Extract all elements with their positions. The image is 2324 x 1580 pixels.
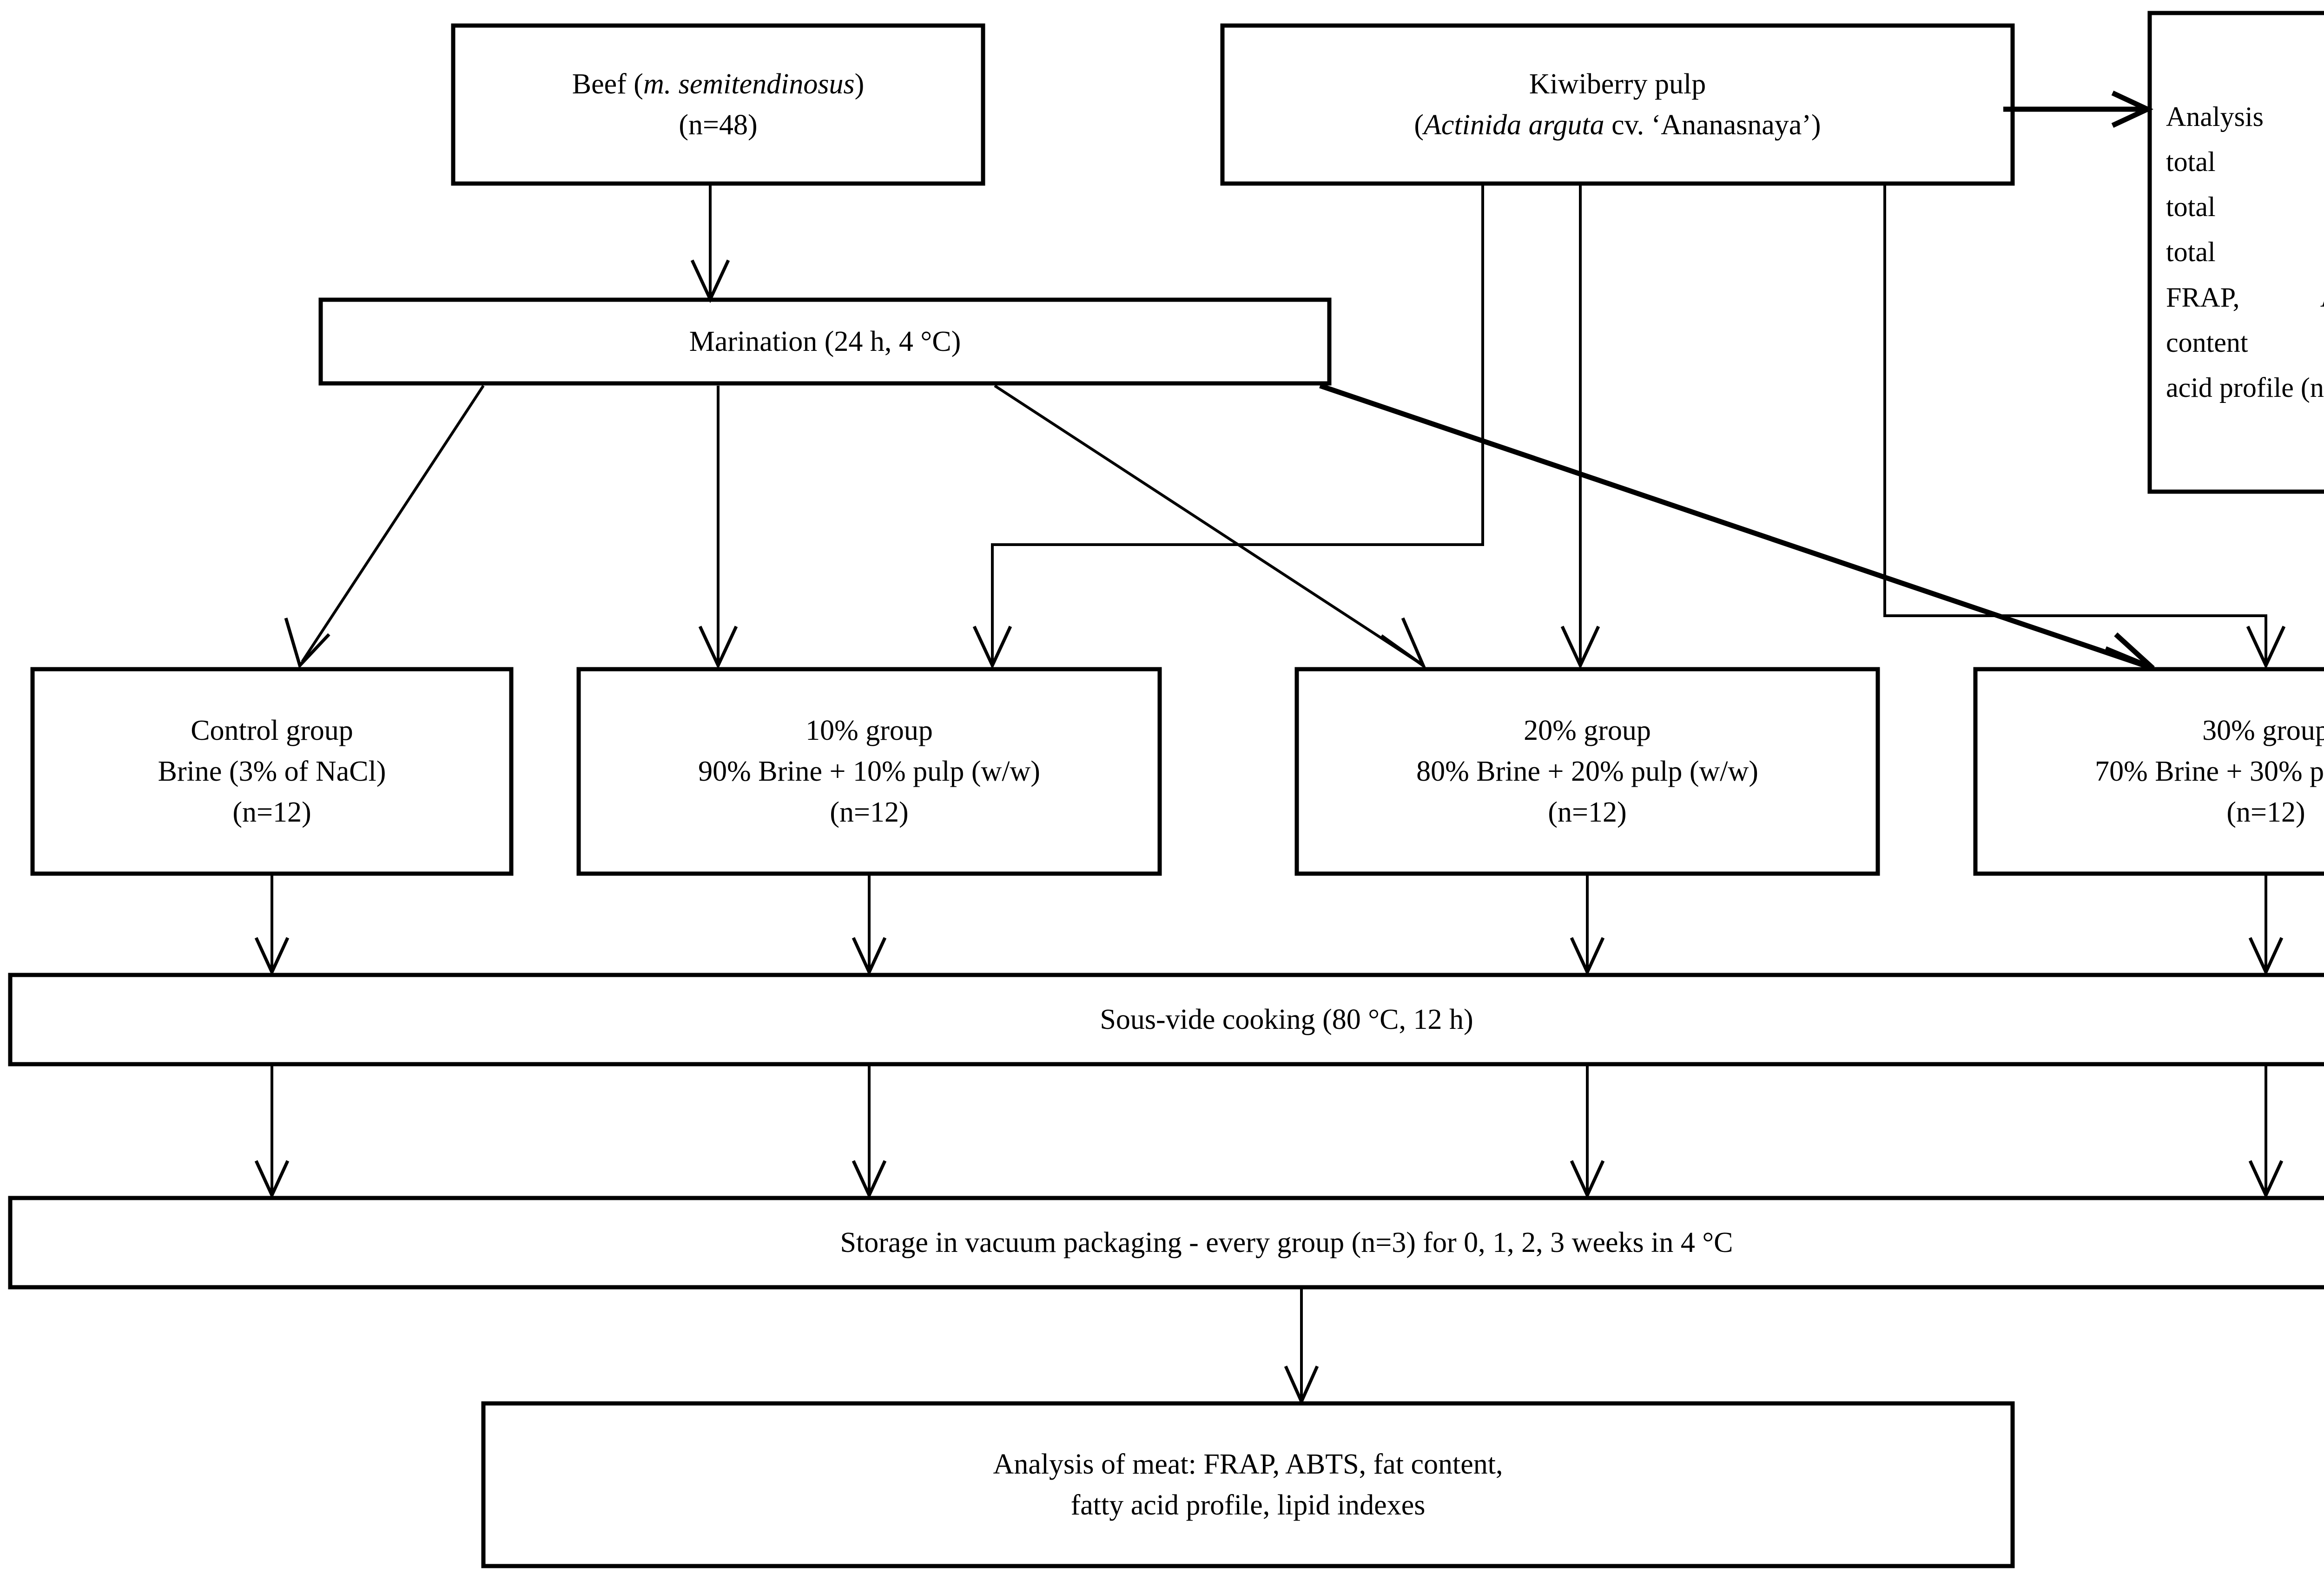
edge-marination-to-group-20	[994, 384, 1427, 671]
node-box-pulp-analysis[interactable]	[2147, 11, 2324, 494]
edge-sous-vide-to-storage-2	[852, 1066, 887, 1199]
edge-sous-vide-to-storage-1	[254, 1066, 290, 1199]
edge-sous-vide-to-storage-3	[1570, 1066, 1605, 1199]
edge-beef-to-marination	[690, 185, 730, 303]
edge-kiwiberry-to-pulp-analysis	[2003, 91, 2154, 128]
node-box-sous-vide[interactable]	[8, 973, 2324, 1066]
edge-control-group-to-sous-vide	[254, 876, 290, 976]
edge-kiwiberry-to-group-30	[1883, 185, 2286, 670]
node-box-group-20[interactable]	[1294, 667, 1880, 876]
node-box-group-10[interactable]	[576, 667, 1162, 876]
edge-group-20-to-sous-vide	[1570, 876, 1605, 976]
edge-marination-to-group-30	[1319, 383, 2155, 671]
node-box-meat-analysis[interactable]	[481, 1401, 2015, 1568]
edge-marination-to-control-group	[284, 385, 485, 669]
node-box-storage[interactable]	[8, 1196, 2324, 1290]
node-box-marination[interactable]	[318, 297, 1332, 386]
edge-storage-to-meat-analysis	[1284, 1289, 1319, 1406]
edge-kiwiberry-to-group-20	[1560, 185, 1600, 670]
edge-marination-to-group-10	[698, 386, 738, 670]
node-box-group-30[interactable]	[1973, 667, 2324, 876]
node-box-control-group[interactable]	[30, 667, 514, 876]
edge-group-30-to-sous-vide	[2248, 876, 2284, 976]
node-box-kiwiberry[interactable]	[1220, 23, 2015, 186]
edge-kiwiberry-to-group-10	[972, 185, 1484, 670]
node-box-beef[interactable]	[451, 23, 985, 186]
edge-group-10-to-sous-vide	[852, 876, 887, 976]
edge-sous-vide-to-storage-4	[2248, 1066, 2284, 1199]
